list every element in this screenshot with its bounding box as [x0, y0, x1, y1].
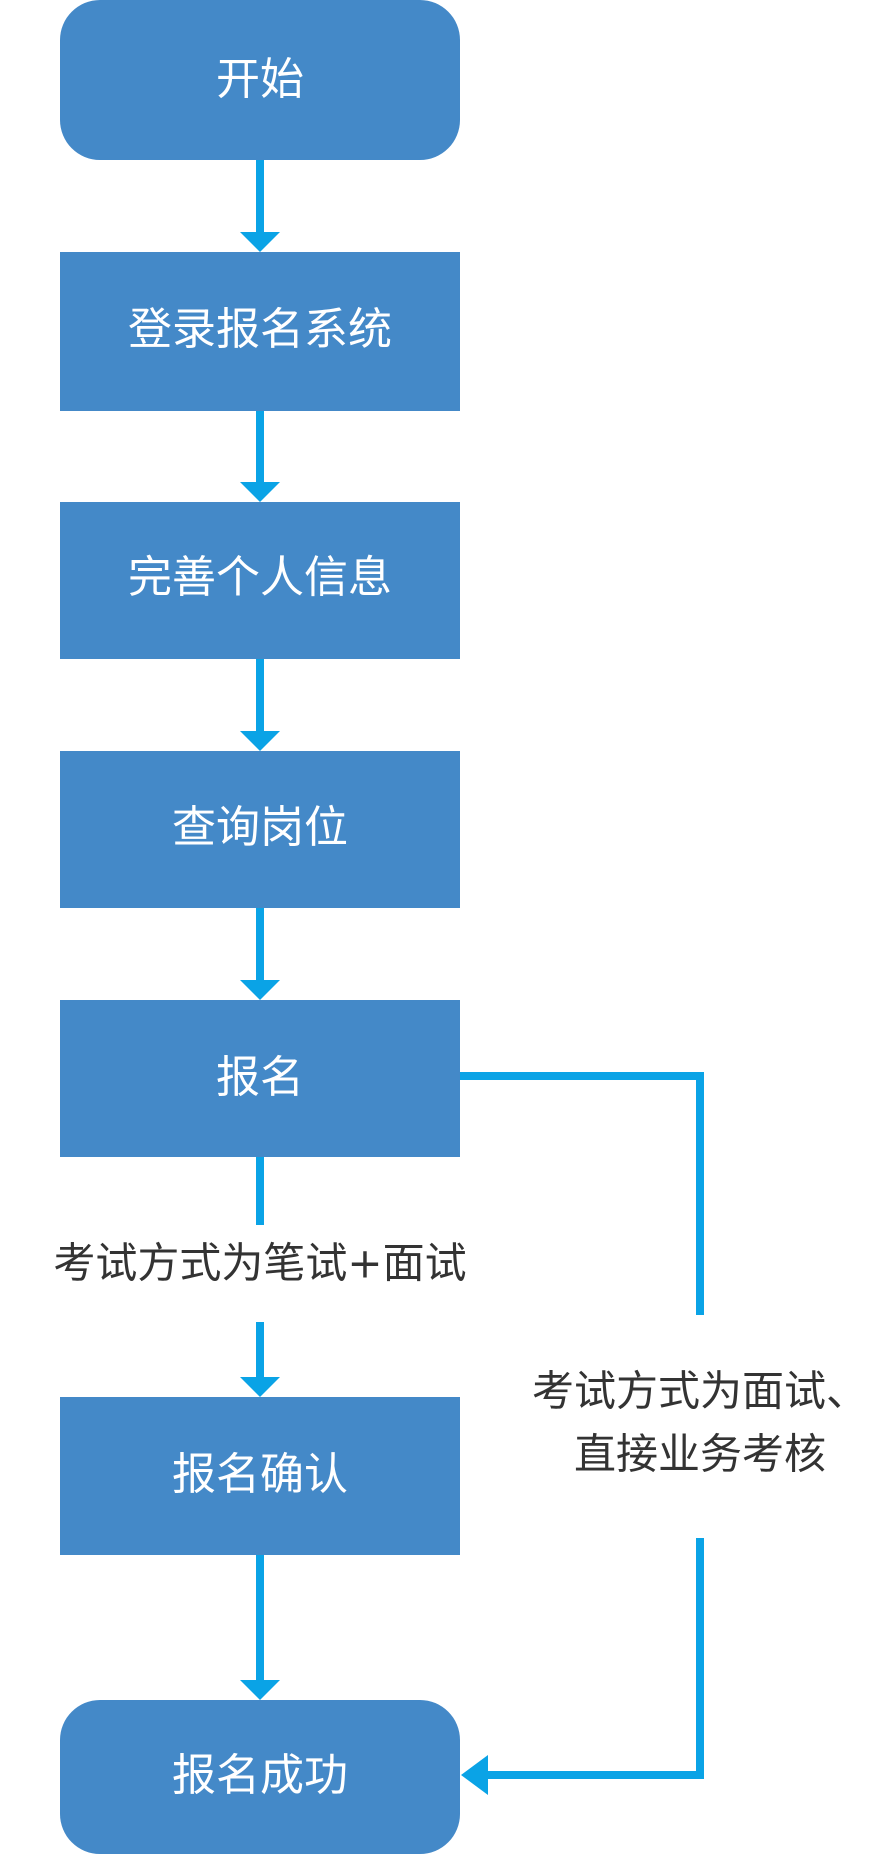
connectors — [256, 160, 704, 1779]
node-login-label: 登录报名系统 — [128, 304, 392, 355]
arrowhead-login — [240, 232, 280, 252]
edge-labels: 考试方式为笔试+面试 考试方式为面试、 直接业务考核 — [53, 1239, 868, 1479]
arrowhead-success — [240, 1680, 280, 1700]
arrowhead-success-side — [461, 1755, 488, 1795]
edge-label-interview-line2: 直接业务考核 — [574, 1430, 826, 1479]
node-start-box — [60, 0, 460, 160]
node-success-label: 报名成功 — [172, 1750, 348, 1801]
arrowhead-profile — [240, 482, 280, 502]
connector-apply-side-top — [460, 1072, 704, 1315]
node-query-label: 查询岗位 — [172, 802, 348, 853]
edge-label-interview-line1: 考试方式为面试、 — [532, 1367, 868, 1416]
arrowhead-apply — [240, 980, 280, 1000]
node-query-box — [60, 751, 460, 908]
arrowhead-query — [240, 731, 280, 751]
nodes: 开始 登录报名系统 完善个人信息 查询岗位 报名 报名确认 报名成功 — [60, 0, 460, 1854]
node-success-box — [60, 1700, 460, 1854]
node-start-label: 开始 — [216, 54, 304, 105]
arrowhead-confirm — [240, 1377, 280, 1397]
arrowheads — [240, 232, 488, 1795]
node-apply-label: 报名 — [216, 1052, 304, 1103]
node-confirm-label: 报名确认 — [172, 1449, 348, 1500]
node-profile-box — [60, 502, 460, 659]
connector-apply-side-bottom — [488, 1538, 704, 1779]
node-confirm-box — [60, 1397, 460, 1555]
node-login-box — [60, 252, 460, 411]
node-profile-label: 完善个人信息 — [128, 552, 392, 603]
edge-label-written-interview: 考试方式为笔试+面试 — [53, 1239, 466, 1288]
node-apply-box — [60, 1000, 460, 1157]
